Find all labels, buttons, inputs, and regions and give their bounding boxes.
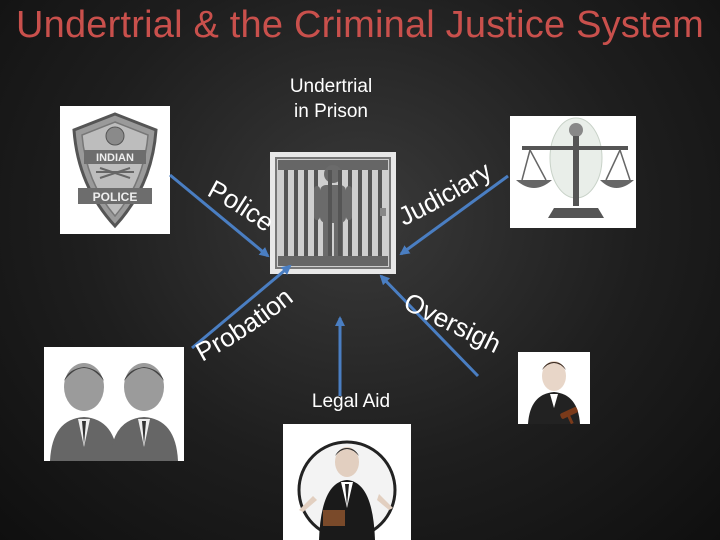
police-badge-image: INDIAN POLICE xyxy=(60,106,170,234)
label-probation: Probation xyxy=(190,282,298,368)
justice-scales-image xyxy=(510,116,636,228)
probation-officers-image xyxy=(44,347,184,461)
undertrial-label: Undertrial in Prison xyxy=(250,74,412,124)
label-police: Police xyxy=(203,174,280,238)
slide-title: Undertrial & the Criminal Justice System xyxy=(16,4,704,46)
badge-bottom-text: POLICE xyxy=(93,190,138,204)
arrow-judiciary xyxy=(399,174,509,256)
judge-image xyxy=(518,352,590,424)
prison-cell-image xyxy=(270,152,396,274)
label-legal-aid: Legal Aid xyxy=(311,391,391,412)
arrow-probation xyxy=(191,264,292,350)
badge-top-text: INDIAN xyxy=(96,152,134,164)
arrow-oversight xyxy=(379,274,480,378)
arrow-police xyxy=(169,173,270,258)
undertrial-label-line1: Undertrial xyxy=(289,76,373,97)
lawyer-image xyxy=(283,424,411,540)
undertrial-label-line2: in Prison xyxy=(294,101,368,122)
